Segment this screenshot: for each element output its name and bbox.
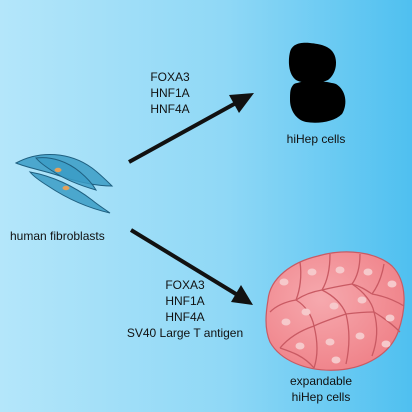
expandable-hihep-cells-illustration <box>265 251 405 371</box>
hepatocyte-nucleus <box>355 332 365 340</box>
cell-wall <box>351 253 361 285</box>
cell-wall <box>321 289 347 315</box>
cell-wall <box>371 311 378 357</box>
hihep-cells-label: hiHep cells <box>286 132 346 146</box>
hepatocyte-nucleus <box>357 296 367 304</box>
hepatocyte-nucleus <box>363 268 373 276</box>
cell-wall <box>371 293 405 307</box>
hepatocyte-nucleus <box>329 302 339 310</box>
human-fibroblasts-label: human fibroblasts <box>10 229 105 243</box>
label-line: hiHep cells <box>291 390 351 404</box>
cell-wall <box>269 299 297 313</box>
label-line: expandable <box>289 374 353 388</box>
hepatocyte-nucleus <box>279 278 289 286</box>
hepatocyte-nucleus <box>325 338 335 346</box>
factor-label: HNF4A <box>165 310 205 324</box>
factor-label: FOXA3 <box>150 70 190 84</box>
hepatocyte-nucleus <box>331 356 341 364</box>
fibroblast-cell-lower <box>28 171 111 214</box>
hepatocyte-cell <box>288 42 336 83</box>
hepatocyte-nucleus <box>301 58 311 66</box>
factor-label: SV40 Large T antigen <box>126 326 244 340</box>
cell-wall <box>321 253 331 291</box>
cell-wall <box>295 261 302 301</box>
hepatocyte-nucleus <box>381 340 391 348</box>
hepatocyte-nucleus <box>295 342 305 350</box>
cell-wall <box>345 311 375 315</box>
factor-label: HNF4A <box>150 102 190 116</box>
cell-wall <box>345 313 350 365</box>
cell-wall <box>279 325 315 349</box>
hepatocyte-nucleus <box>385 314 395 322</box>
arrow-to-hihep <box>128 93 254 164</box>
hepatocyte-nucleus <box>387 280 397 288</box>
fibroblast-nucleus <box>54 167 62 173</box>
cell-wall <box>373 311 401 333</box>
cell-wall <box>313 325 318 369</box>
cell-wall <box>279 347 315 369</box>
factor-label: HNF1A <box>150 86 190 100</box>
human-fibroblasts-illustration <box>14 154 114 214</box>
hepatocyte-nucleus <box>301 308 311 316</box>
cell-wall <box>295 289 323 301</box>
fibroblast-nucleus <box>62 185 70 191</box>
top-factor-list: FOXA3 HNF1A HNF4A <box>120 69 220 117</box>
bottom-factor-list: FOXA3 HNF1A HNF4A SV40 Large T antigen <box>110 277 260 341</box>
hepatocyte-nucleus <box>335 266 345 274</box>
hepatocyte-nucleus <box>313 94 323 102</box>
cell-wall <box>351 283 373 295</box>
factor-label: FOXA3 <box>165 278 205 292</box>
hihep-cells-illustration <box>288 42 346 123</box>
hepatocyte-nucleus <box>281 318 291 326</box>
cell-wall <box>371 263 385 295</box>
hepatocyte-nucleus <box>307 268 317 276</box>
arrow-to-expandable-hihep <box>129 228 253 305</box>
fibroblast-cell-mid <box>35 157 98 191</box>
expandable-hihep-cells-label: expandable hiHep cells <box>276 373 366 405</box>
factor-label: HNF1A <box>165 294 205 308</box>
cell-wall <box>351 283 375 313</box>
cell-wall <box>321 283 353 291</box>
cell-wall <box>313 313 347 327</box>
